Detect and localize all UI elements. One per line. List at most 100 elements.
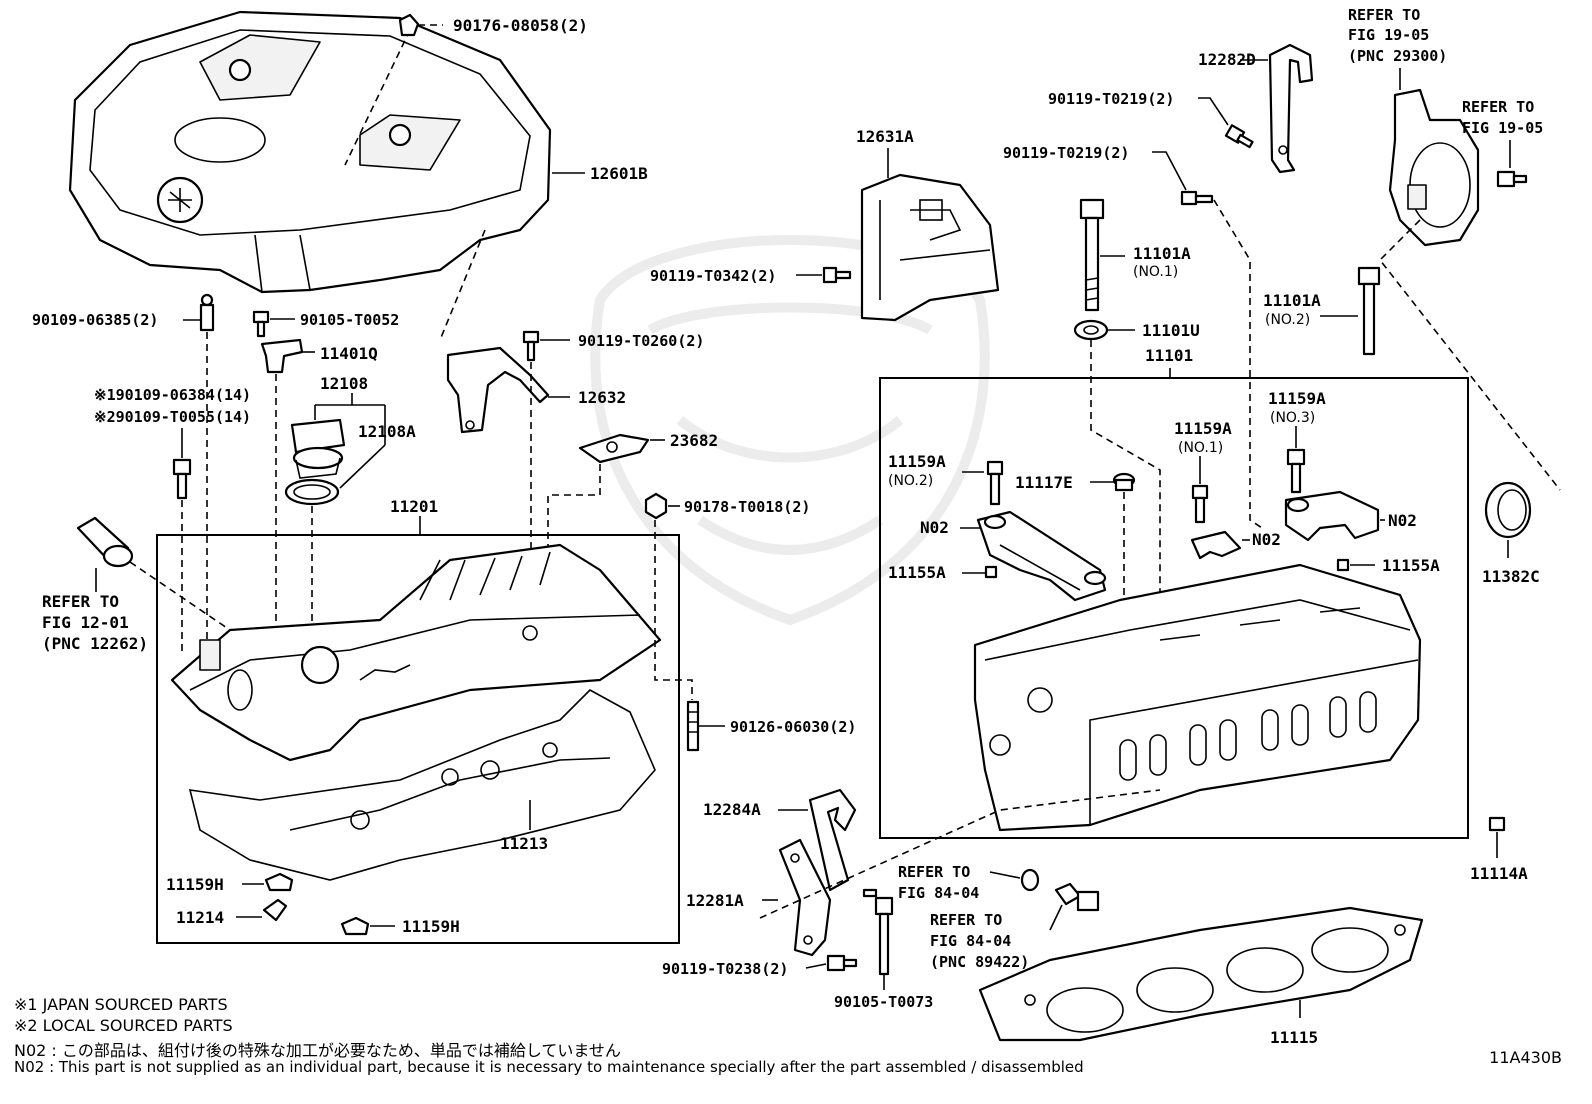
oil-filler-cap-icon: [290, 418, 346, 479]
washer-icon: [1020, 868, 1040, 892]
leader-dash: [1090, 340, 1161, 640]
leader-dash: [654, 520, 693, 700]
label-11401q: 11401Q: [320, 344, 378, 363]
footnote-1: ※1 JAPAN SOURCED PARTS: [14, 995, 228, 1014]
leader-dash: [1213, 199, 1263, 529]
nut-icon: [398, 13, 420, 37]
bracket-12632-icon: [446, 346, 550, 434]
seal-icon: [264, 872, 294, 892]
label-11101a-1-sub: (NO.1): [1133, 264, 1178, 280]
label-12282d: 12282D: [1198, 50, 1256, 69]
leader-dash: [129, 561, 231, 631]
ref-19-05a-line2: FIG 19-05: [1348, 26, 1429, 44]
label-11155a-2: 11155A: [1382, 556, 1440, 575]
bolt-icon: [826, 954, 858, 972]
footnote-2: ※2 LOCAL SOURCED PARTS: [14, 1016, 233, 1035]
label-note1-bolt: ※190109-06384(14): [94, 386, 251, 404]
bolt-icon: [1180, 190, 1214, 206]
ref-12-01-line2: FIG 12-01: [42, 613, 129, 632]
watermark: [590, 235, 990, 626]
bearing-cap-icon: [1284, 490, 1380, 542]
cylinder-head-cover-icon: [170, 543, 662, 762]
ref-19-05a-line3: (PNC 29300): [1348, 47, 1447, 65]
head-bolt-icon: [1079, 198, 1105, 312]
label-11214: 11214: [176, 908, 224, 927]
pin-icon: [1336, 558, 1350, 572]
leader-dash: [1378, 219, 1561, 491]
label-n02-b: N02: [1252, 530, 1281, 549]
bolt-icon: [1496, 170, 1528, 188]
label-11159a-no3-sub: (NO.3): [1270, 410, 1315, 426]
label-11117e: 11117E: [1015, 473, 1073, 492]
ref-12-01-line3: (PNC 12262): [42, 634, 148, 653]
label-11213: 11213: [500, 834, 548, 853]
label-11159h-1: 11159H: [166, 875, 224, 894]
plug-icon: [1488, 816, 1506, 832]
label-11114a: 11114A: [1470, 864, 1528, 883]
bolt-icon: [252, 310, 270, 338]
washer-hole: [1083, 325, 1099, 335]
label-90105-t0052: 90105-T0052: [300, 311, 399, 329]
label-11159a-no1-sub: (NO.1): [1178, 440, 1223, 456]
hanger-12284a-icon: [808, 788, 857, 892]
gasket-23682-icon: [578, 433, 650, 464]
sensor-icon: [260, 338, 304, 374]
label-11101u: 11101U: [1142, 321, 1200, 340]
ref-19-05b-line2: FIG 19-05: [1462, 119, 1543, 137]
label-11101: 11101: [1145, 346, 1193, 365]
label-11155a-1: 11155A: [888, 563, 946, 582]
oil-seal-icon: [1484, 481, 1532, 539]
diagram-code: 11A430B: [1489, 1048, 1562, 1067]
bolt-icon: [862, 888, 894, 976]
label-90105-t0073: 90105-T0073: [834, 993, 933, 1011]
label-12108a: 12108A: [358, 422, 416, 441]
label-90126: 90126-06030(2): [730, 718, 856, 736]
label-12281a: 12281A: [686, 891, 744, 910]
label-12601b: 12601B: [590, 164, 648, 183]
footnote-n02-jp: N02 : この部品は、組付け後の特殊な加工が必要なため、単品では補給していませ…: [14, 1041, 621, 1060]
ref-84-04b-line3: (PNC 89422): [930, 953, 1029, 971]
label-11382c: 11382C: [1482, 567, 1540, 586]
nut-icon: [644, 492, 668, 520]
ref-84-04b-line2: FIG 84-04: [930, 932, 1011, 950]
label-11101a-1: 11101A: [1133, 244, 1191, 263]
ref-84-04a-line1: REFER TO: [898, 863, 970, 881]
leader-dash: [547, 464, 601, 610]
camshaft-housing-icon: [976, 510, 1107, 602]
seal-icon: [262, 898, 288, 922]
leader-dash: [759, 789, 1161, 919]
gasket-ring-icon: [284, 478, 340, 506]
ref-84-04a-line2: FIG 84-04: [898, 884, 979, 902]
label-11159a-no3: 11159A: [1268, 389, 1326, 408]
hanger-12282d-icon: [1268, 43, 1314, 174]
head-gasket-icon: [978, 906, 1424, 1042]
gasket-ring-inner: [293, 484, 331, 500]
plug-icon: [1112, 472, 1136, 492]
leader-line: [1049, 904, 1063, 931]
bolt-icon: [986, 460, 1004, 506]
bolt-icon: [522, 330, 540, 362]
label-n02-a: N02: [920, 518, 949, 537]
label-12108: 12108: [320, 374, 368, 393]
label-90119-t0238: 90119-T0238(2): [662, 960, 788, 978]
label-12632: 12632: [578, 388, 626, 407]
label-90178: 90178-T0018(2): [684, 498, 810, 516]
vacuum-pump-icon: [1388, 88, 1480, 247]
label-n02-c: N02: [1388, 511, 1417, 530]
bracket-12631a-icon: [860, 173, 1000, 322]
label-11159a-no2-sub: (NO.2): [888, 473, 933, 489]
engine-cover-part: [68, 10, 552, 294]
bearing-cap-icon: [1190, 530, 1242, 560]
label-90119-t0219-a: 90119-T0219(2): [1048, 90, 1174, 108]
bolt-icon: [1286, 448, 1306, 494]
head-cover-group-box: [156, 534, 680, 944]
label-23682: 23682: [670, 431, 718, 450]
leader-line: [1152, 151, 1187, 191]
label-12631a: 12631A: [856, 127, 914, 146]
bolt-icon: [1191, 484, 1209, 524]
washer-icon: [1073, 319, 1109, 341]
leader-line: [989, 871, 1021, 879]
label-90176: 90176-08058(2): [453, 16, 588, 35]
label-90119-t0219-b: 90119-T0219(2): [1003, 144, 1129, 162]
label-90119-t0260: 90119-T0260(2): [578, 332, 704, 350]
